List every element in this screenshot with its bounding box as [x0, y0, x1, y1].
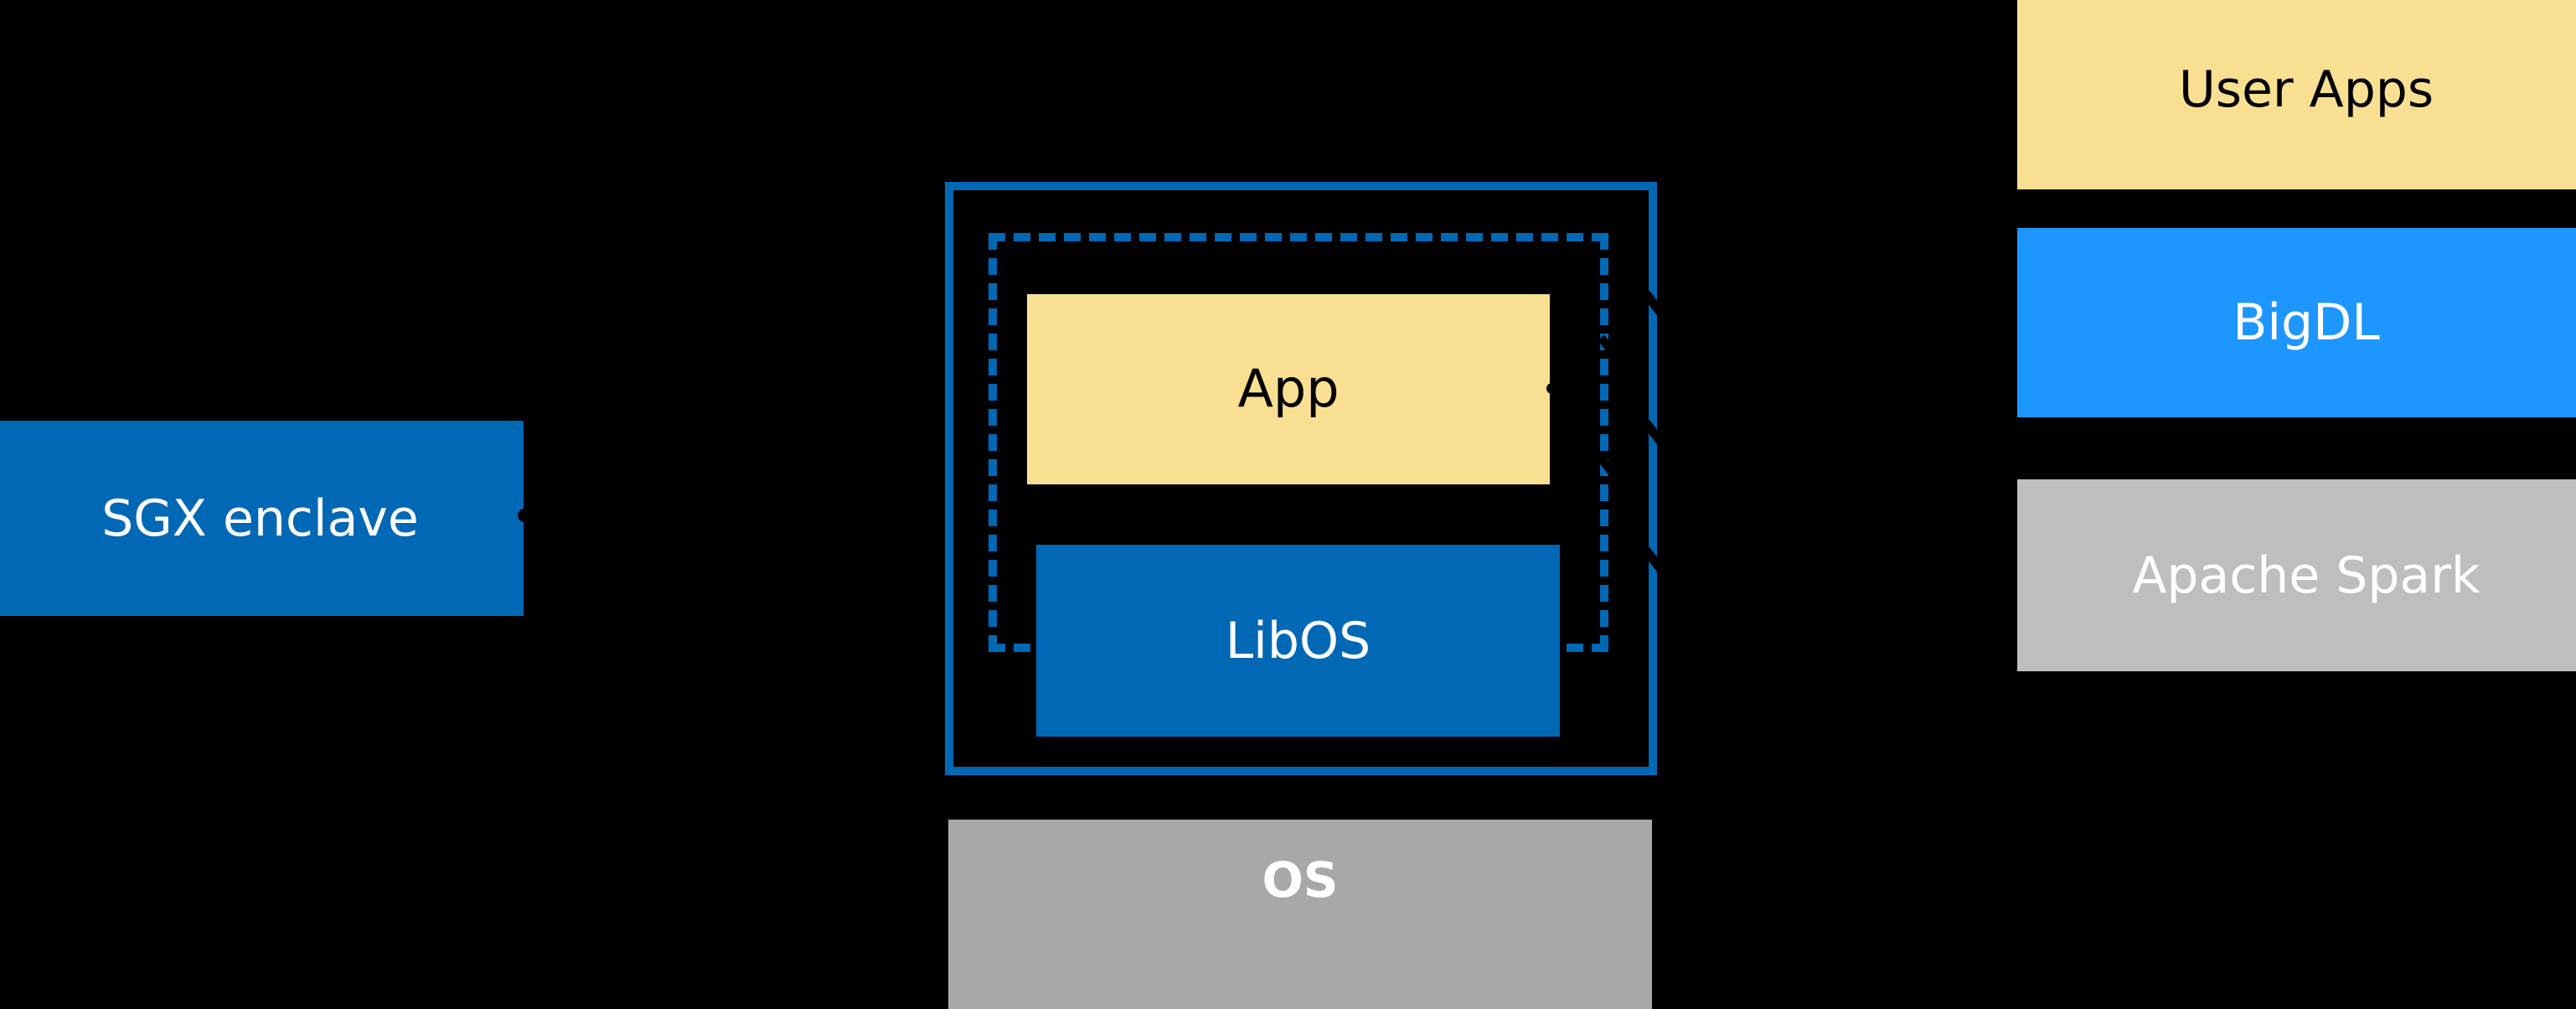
- apache-spark-box: Apache Spark: [2017, 479, 2576, 671]
- libos-label: LibOS: [1225, 611, 1371, 670]
- os-box: OS: [948, 820, 1652, 1009]
- enclave-boundary-solid: [945, 182, 1657, 775]
- os-label: OS: [1262, 851, 1339, 908]
- apache-spark-label: Apache Spark: [2132, 546, 2480, 605]
- app-box: App: [1027, 294, 1550, 484]
- user-apps-label: User Apps: [2178, 60, 2434, 119]
- user-apps-box: User Apps: [2017, 0, 2576, 189]
- sgx-enclave-label: SGX enclave: [101, 489, 419, 548]
- libos-box: LibOS: [1036, 545, 1560, 737]
- app-label: App: [1237, 358, 1340, 420]
- app-connector-endpoint-dot: [1546, 383, 1557, 394]
- sgx-connector-endpoint-dot: [518, 509, 531, 522]
- bigdl-label: BigDL: [2233, 293, 2380, 352]
- bigdl-box: BigDL: [2017, 228, 2576, 417]
- sgx-enclave-box: SGX enclave: [0, 421, 524, 616]
